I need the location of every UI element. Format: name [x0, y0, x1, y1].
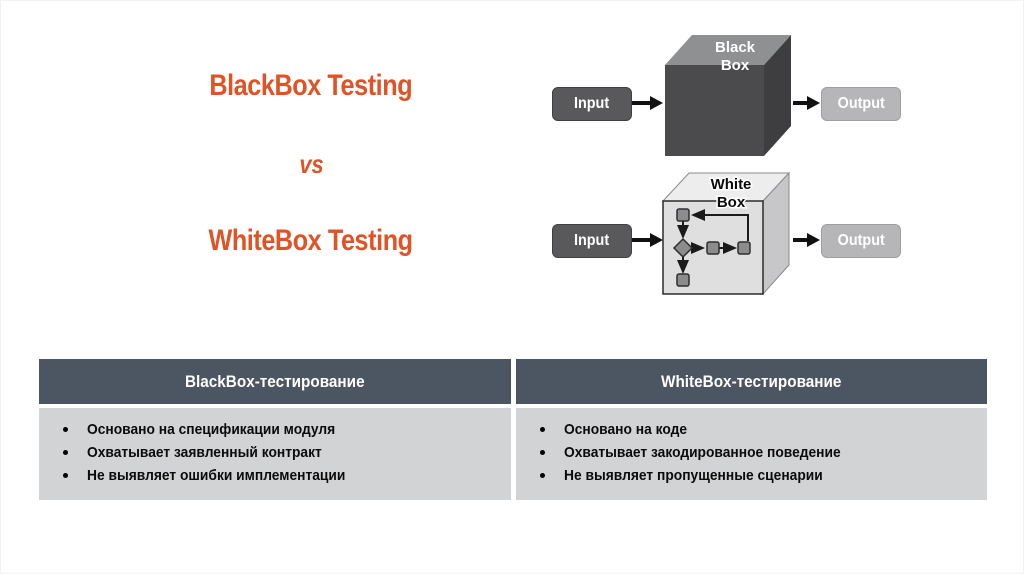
- title-whitebox: WhiteBox Testing: [208, 224, 414, 257]
- whitebox-arrow-in: [632, 233, 663, 247]
- whitebox-cube-label-1: White: [711, 176, 752, 193]
- table-header-row: BlackBox-тестирование WhiteBox-тестирова…: [39, 359, 987, 404]
- title-vs: vs: [298, 149, 324, 179]
- blackbox-cube: Black Box: [665, 35, 791, 156]
- whitebox-output-box: Output: [821, 224, 901, 258]
- blackbox-bullet-list: Основано на спецификации модуля Охватыва…: [59, 418, 501, 487]
- flow-node-diamond: [672, 237, 694, 259]
- title-blackbox: BlackBox Testing: [209, 69, 413, 102]
- table-body-row: Основано на спецификации модуля Охватыва…: [39, 408, 987, 500]
- whitebox-cube-label-2: Box: [717, 194, 746, 211]
- blackbox-output-box: Output: [821, 87, 901, 121]
- blackbox-cube-top: [665, 35, 791, 65]
- blackbox-cube-front: [665, 65, 764, 156]
- flow-node-right: [737, 241, 751, 255]
- whitebox-cube: White Box: [661, 171, 791, 296]
- whitebox-flow-nodes: [672, 208, 751, 287]
- blackbox-input-box: Input: [552, 87, 632, 121]
- list-item: Основано на спецификации модуля: [59, 418, 501, 441]
- title-block: BlackBox Testing vs WhiteBox Testing: [61, 69, 561, 258]
- flow-node-bottom: [676, 273, 690, 287]
- cell-blackbox: Основано на спецификации модуля Охватыва…: [39, 408, 511, 500]
- header-whitebox: WhiteBox-тестирование: [515, 359, 987, 404]
- list-item: Не выявляет пропущенные сценарии: [536, 464, 978, 487]
- flow-node-top: [676, 208, 690, 222]
- cell-whitebox: Основано на коде Охватывает закодированн…: [515, 408, 987, 500]
- header-blackbox: BlackBox-тестирование: [39, 359, 511, 404]
- flow-loop-line: [691, 209, 749, 241]
- list-item: Не выявляет ошибки имплементации: [59, 464, 501, 487]
- list-item: Охватывает заявленный контракт: [59, 441, 501, 464]
- flow-node-mid: [706, 241, 720, 255]
- list-item: Основано на коде: [536, 418, 978, 441]
- whitebox-bullet-list: Основано на коде Охватывает закодированн…: [536, 418, 978, 487]
- blackbox-cube-side: [764, 35, 791, 156]
- blackbox-arrow-out: [793, 96, 820, 110]
- whitebox-arrow-out: [793, 233, 820, 247]
- blackbox-cube-label-1: Black: [715, 39, 756, 56]
- list-item: Охватывает закодированное поведение: [536, 441, 978, 464]
- whitebox-input-box: Input: [552, 224, 632, 258]
- comparison-table: BlackBox-тестирование WhiteBox-тестирова…: [39, 359, 987, 500]
- blackbox-cube-label-2: Box: [721, 57, 750, 74]
- blackbox-arrow-in: [632, 96, 663, 110]
